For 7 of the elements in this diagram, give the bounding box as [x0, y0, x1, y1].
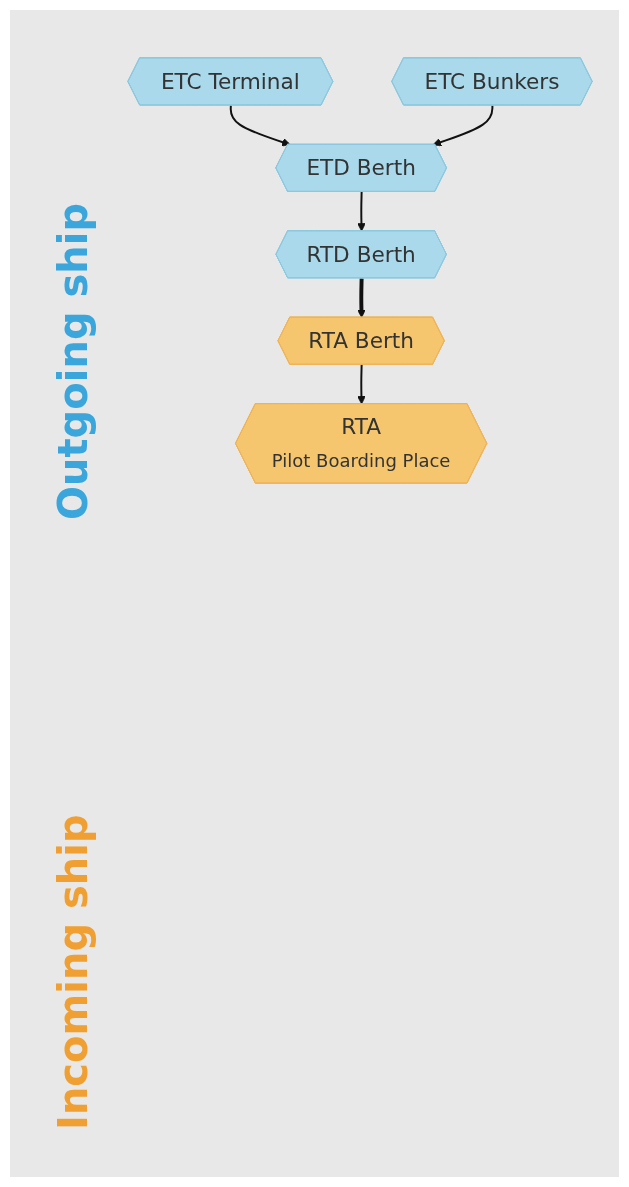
section-label: Incoming ship: [50, 814, 96, 1130]
arrow: [432, 104, 494, 147]
arrow: [357, 190, 366, 232]
arrow: [357, 363, 366, 405]
arrow: [229, 104, 291, 147]
section-label: Outgoing ship: [50, 202, 96, 520]
arrow: [357, 278, 366, 318]
